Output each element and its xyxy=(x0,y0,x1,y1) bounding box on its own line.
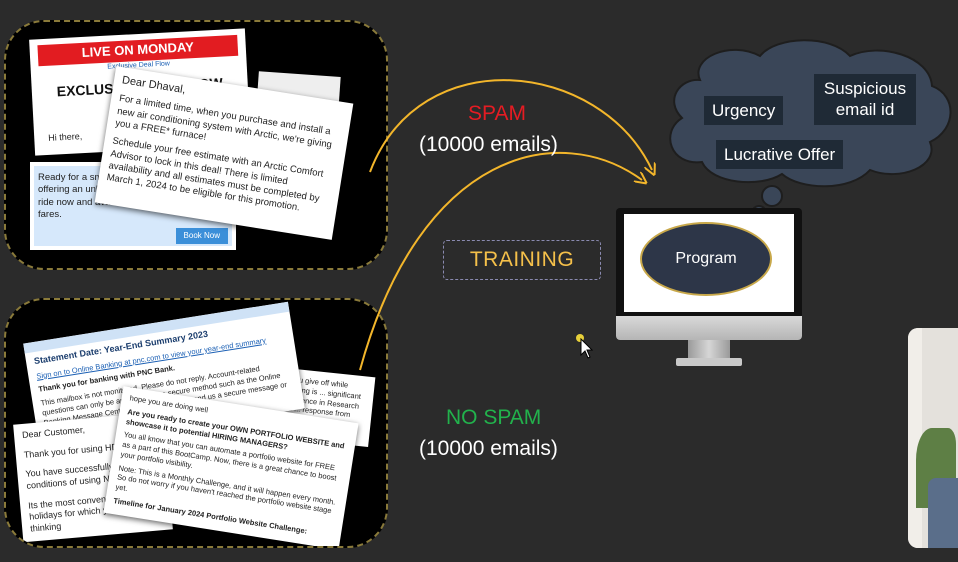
book-now-button: Book Now xyxy=(175,227,228,244)
no-spam-count: (10000 emails) xyxy=(419,437,558,460)
monitor-base xyxy=(676,358,742,366)
presenter-video xyxy=(908,328,958,548)
monitor-stand xyxy=(688,340,730,360)
program-node: Program xyxy=(640,222,772,296)
spam-emails-panel: LIVE ON MONDAY Exclusive Deal Flow EXCLU… xyxy=(4,20,388,270)
cursor-highlight xyxy=(576,334,584,342)
training-label: TRAINING xyxy=(443,240,601,280)
spam-count: (10000 emails) xyxy=(419,133,558,156)
spam-label: SPAM xyxy=(468,102,526,125)
tag-lucrative-offer: Lucrative Offer xyxy=(716,140,844,170)
no-spam-arrow xyxy=(359,152,642,371)
no-spam-emails-panel: ... you give off while teaching is ... s… xyxy=(4,298,388,548)
monitor-chin xyxy=(616,316,802,340)
mouse-cursor-icon xyxy=(580,338,594,359)
tag-suspicious-email-id: Suspicious email id xyxy=(814,74,916,125)
spam-arrow xyxy=(369,79,652,172)
thought-cloud xyxy=(669,39,952,221)
no-spam-label: NO SPAM xyxy=(446,406,542,429)
tag-urgency: Urgency xyxy=(704,96,784,126)
